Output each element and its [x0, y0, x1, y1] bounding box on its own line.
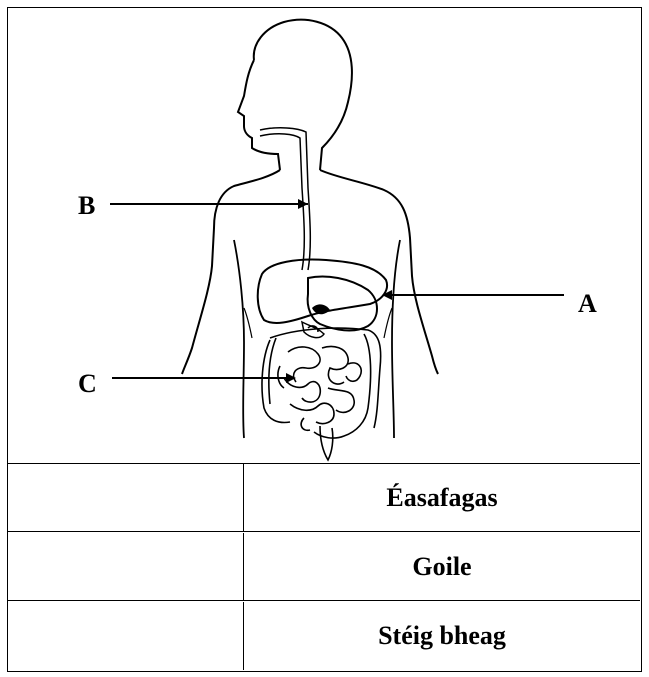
arrow-c-head [286, 373, 296, 383]
stomach [308, 277, 377, 331]
answer-cell[interactable] [8, 464, 244, 531]
organ-name: Goile [244, 533, 640, 600]
arrow-a-head [382, 290, 392, 300]
organ-name: Éasafagas [244, 464, 640, 531]
label-c: C [78, 369, 97, 398]
organ-name: Stéig bheag [244, 602, 640, 670]
answer-cell[interactable] [8, 602, 244, 670]
answer-table: Éasafagas Goile Stéig bheag [8, 464, 640, 670]
head-outline [254, 20, 352, 170]
digestive-system-diagram: B A C [8, 8, 640, 464]
body-outline-drawing: B A C [8, 8, 640, 463]
answer-cell[interactable] [8, 533, 244, 600]
table-row: Éasafagas [8, 464, 640, 532]
small-intestine [278, 346, 361, 430]
worksheet-frame: B A C Éasafagas Goile Stéig bheag [7, 7, 642, 672]
table-row: Stéig bheag [8, 602, 640, 670]
face-profile [238, 60, 280, 170]
label-b: B [78, 191, 95, 220]
left-shoulder [182, 170, 280, 374]
right-torso-side [392, 240, 400, 438]
label-a: A [578, 289, 597, 318]
table-row: Goile [8, 533, 640, 601]
left-torso-side [234, 240, 244, 438]
